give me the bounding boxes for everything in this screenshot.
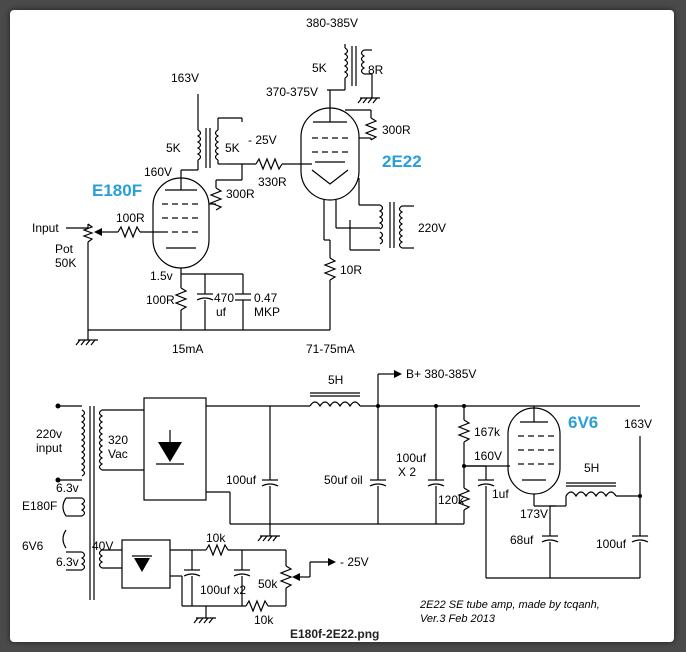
credit-line-2: Ver.3 Feb 2013 [420,613,496,625]
resistor-10r [323,239,337,330]
interstage-transformer [196,94,243,170]
tube-6v6 [507,406,561,507]
bias-winding-label-40v: 40V [92,539,113,553]
cathode-network-e180f [174,273,251,330]
tube-label-6v6: 6V6 [568,413,598,432]
capacitor-label-50uf-oil: 50uf oil [324,473,363,487]
heater-label-6-3v-bottom: 6.3v [56,555,79,569]
voltage-173v: 173V [520,507,548,521]
capacitor-label-mkp: MKP [254,305,280,319]
heater-label-e180f: E180F [22,499,57,513]
bias-filter [182,543,280,613]
heater-label-6-3v-top: 6.3v [56,481,79,495]
file-name-caption: E180f-2E22.png [290,627,379,641]
ground-symbol [357,97,380,104]
input-label: Input [32,221,59,235]
choke-label-5h-top: 5H [328,373,343,387]
resistor-label-300r-2e22: 300R [382,123,411,137]
capacitor-label-100uf-right: 100uf [596,537,627,551]
bridge-rectifier-main [143,397,310,524]
resistor-label-167k: 167k [474,425,501,439]
voltage-160v-e180f: 160V [144,165,172,179]
image-frame: 380-385V 5K 8R 370-375V 2E22 300R 330R [10,10,674,642]
current-15ma: 15mA [172,342,203,356]
resistor-divider [457,404,510,578]
mains-transformer [55,403,144,600]
bias-pot-50k [279,549,336,607]
voltage-370-375v: 370-375V [266,85,318,99]
capacitor-label-x2: X 2 [398,465,416,479]
voltage-160v-6v6: 160V [474,449,502,463]
bridge-rectifier-bias [121,539,192,606]
resistor-100r-grid [117,225,162,239]
filament-label-220v: 220V [418,221,446,235]
ground-symbol [193,606,216,624]
choke-5h-bottom [550,482,640,507]
bplus-label: B+ 380-385V [406,367,476,381]
capacitor-100uf-x2 [427,404,445,524]
capacitor-68uf [541,506,559,578]
input-potentiometer [66,223,118,330]
resistor-label-10k-bottom: 10k [254,613,274,627]
voltage-380-385v: 380-385V [306,16,358,30]
voltage-1-5v: 1.5v [150,269,173,283]
output-transformer-5k: 5K [312,61,327,75]
resistor-label-300r-e180f: 300R [226,187,255,201]
capacitor-label-470: 470 [214,291,234,305]
capacitor-label-100uf-psu: 100uf [226,473,257,487]
capacitor-label-1uf: 1uf [492,487,509,501]
capacitor-100uf-psu [261,406,279,536]
resistor-label-10k-top: 10k [206,531,226,545]
mains-label-input: input [36,441,63,455]
choke-5h-top [309,392,640,408]
capacitor-label-100uf-x2-bias: 100uf x2 [200,583,246,597]
interstage-label-5k-right: 5K [225,141,240,155]
filament-transformer [335,202,414,251]
pot-label-50k-bias: 50k [258,577,278,591]
credit-line-1: 2E22 SE tube amp, made by tcqanh, [419,599,600,611]
resistor-label-10r: 10R [340,263,362,277]
secondary-label-vac: Vac [108,447,128,461]
bplus-arrow [377,370,402,406]
secondary-label-320: 320 [108,433,128,447]
schematic-diagram: 380-385V 5K 8R 370-375V 2E22 300R 330R [22,16,652,641]
output-transformer-8r: 8R [368,63,384,77]
heater-label-6v6: 6V6 [22,539,44,553]
interstage-label-5k-left: 5K [166,141,181,155]
ground-symbol [75,339,98,346]
capacitor-label-68uf: 68uf [510,533,534,547]
mains-label-220v: 220v [36,427,62,441]
ground-symbol [257,535,280,542]
tube-label-e180f: E180F [92,181,142,200]
tube-2e22 [300,90,371,240]
capacitor-50uf-oil [369,404,387,524]
voltage-minus25v-top: - 25V [248,133,277,147]
tube-e180f [152,169,216,278]
tube-label-2e22: 2E22 [382,152,422,171]
voltage-163v-top: 163V [171,71,199,85]
choke-label-5h-bottom: 5H [584,461,599,475]
capacitor-label-100uf-x2: 100uf [396,451,427,465]
output-transformer [327,44,373,98]
voltage-minus25v-bias: - 25V [340,555,369,569]
resistor-300r-2e22 [345,109,378,141]
capacitor-label-047: 0.47 [254,291,278,305]
voltage-163v-right: 163V [624,417,652,431]
resistor-300r-e180f [209,164,243,211]
current-71-75ma: 71-75mA [306,342,355,356]
pot-value-label: 50K [55,256,76,270]
resistor-label-100r-cathode: 100R [146,293,175,307]
rail-163v-right [631,436,649,578]
resistor-label-330r: 330R [258,175,287,189]
capacitor-label-470-uf: uf [216,305,227,319]
resistor-330r [228,157,312,171]
resistor-label-120k: 120k [438,493,465,507]
resistor-label-100r-grid: 100R [116,211,145,225]
pot-label: Pot [55,242,74,256]
